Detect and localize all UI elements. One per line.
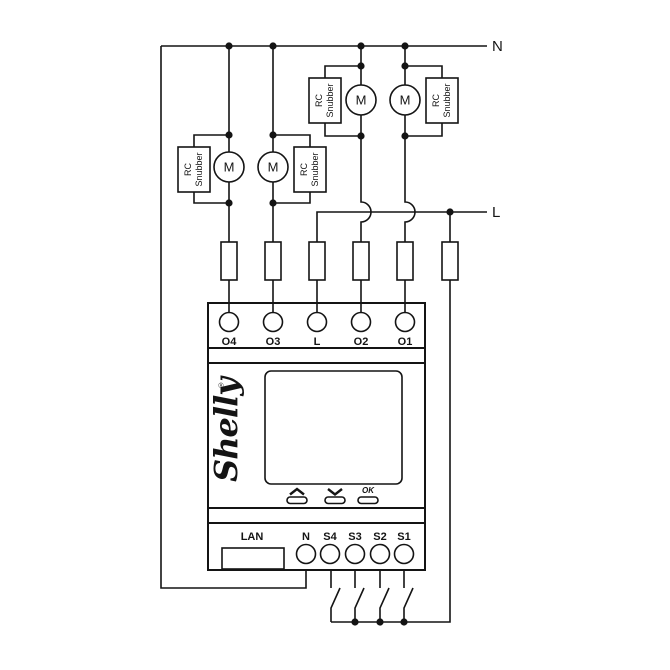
ok-button [357,496,379,505]
snubber-label-line1: RC [314,94,324,107]
terminal-s2 [369,543,391,565]
motor-label: M [224,160,235,175]
snubber-label-line1: RC [431,94,441,107]
terminal-o2 [350,311,372,333]
chevron-up-icon [289,487,305,496]
motor-symbol: M [213,151,245,183]
lan-port [221,547,285,570]
o1-snubber-wire [405,65,443,137]
terminal-s1-label: S1 [397,531,410,543]
terminal-o1 [394,311,416,333]
terminal-l [306,311,328,333]
snubber-label-line1: RC [299,163,309,176]
junction-dot [351,618,359,626]
device-buttons: OK [286,486,379,505]
bottom-terminals: LAN N S4 S3 S2 S1 [221,531,415,570]
terminal-s1 [393,543,415,565]
terminal-s3-label: S3 [348,531,361,543]
snubber-label-line2: Snubber [310,152,320,186]
rc-snubber-box: RC Snubber [177,146,211,193]
junction-dot [225,199,233,207]
neutral-feed-wire [160,46,307,589]
rc-snubbers: RC Snubber RC Snubber RC Snubber RC Snub… [177,77,459,193]
terminal-s2-label: S2 [373,531,386,543]
junction-dot [357,62,365,70]
motor-label: M [400,93,411,108]
up-button [286,496,308,505]
device-body [207,302,426,571]
terminal-s4 [319,543,341,565]
motor-label: M [268,160,279,175]
s2-switch-symbol [379,570,390,622]
svg-text:Shelly: Shelly [207,375,245,482]
fuse-symbol [352,241,370,281]
terminal-s3 [344,543,366,565]
fuse-symbol [396,241,414,281]
s1-switch-symbol [403,570,414,622]
rc-snubber-box: RC Snubber [425,77,459,124]
terminal-o4 [218,311,240,333]
o2-snubber-wire [324,65,361,137]
terminal-s4-label: S4 [323,531,337,543]
fuse-symbol [308,241,326,281]
snubber-label-line2: Snubber [442,83,452,117]
down-button [324,496,346,505]
switch-common-wire [331,212,451,623]
s3-switch-symbol [354,570,365,622]
junction-dot [269,131,277,139]
live-bus-label: L [492,204,500,221]
terminal-o4-label: O4 [222,336,238,348]
shelly-device: O4 O3 L O2 O1 Shelly ® OK LAN N S4 [207,302,426,571]
lan-label: LAN [241,531,264,543]
snubber-label-line1: RC [183,163,193,176]
terminal-n-label: N [302,531,310,543]
fuse-symbol [220,241,238,281]
s4-switch-symbol [330,570,341,622]
junction-dot [225,42,233,50]
rc-snubber-box: RC Snubber [293,146,327,193]
fuses [220,241,459,281]
junction-dot [446,208,454,216]
terminal-l-label: L [314,336,321,348]
junction-dot [357,132,365,140]
junction-dot [400,618,408,626]
chevron-down-icon [327,488,343,497]
motor-symbol: M [257,151,289,183]
terminal-o2-label: O2 [354,336,369,348]
motors: M M M M [213,84,421,183]
o4-snubber-wire [193,134,229,204]
junction-dot [401,62,409,70]
fuse-symbol [441,241,459,281]
wiring [160,45,487,623]
rc-snubber-box: RC Snubber [308,77,342,124]
o3-snubber-wire [273,134,311,204]
display-screen [264,370,403,485]
motor-symbol: M [389,84,421,116]
junction-dot [401,132,409,140]
fuse-symbol [264,241,282,281]
brand-logo: Shelly [207,375,245,482]
neutral-bus-label: N [492,38,503,55]
motor-symbol: M [345,84,377,116]
terminal-o3-label: O3 [266,336,281,348]
junction-dot [376,618,384,626]
terminal-n [295,543,317,565]
junction-dots [225,42,454,626]
junction-dot [225,131,233,139]
terminal-o3 [262,311,284,333]
registered-mark: ® [218,382,224,390]
ok-button-label: OK [362,486,375,495]
top-terminals: O4 O3 L O2 O1 [218,311,416,348]
snubber-label-line2: Snubber [194,152,204,186]
junction-dot [357,42,365,50]
snubber-label-line2: Snubber [325,83,335,117]
junction-dot [269,199,277,207]
junction-dot [401,42,409,50]
motor-label: M [356,93,367,108]
terminal-o1-label: O1 [398,336,413,348]
junction-dot [269,42,277,50]
